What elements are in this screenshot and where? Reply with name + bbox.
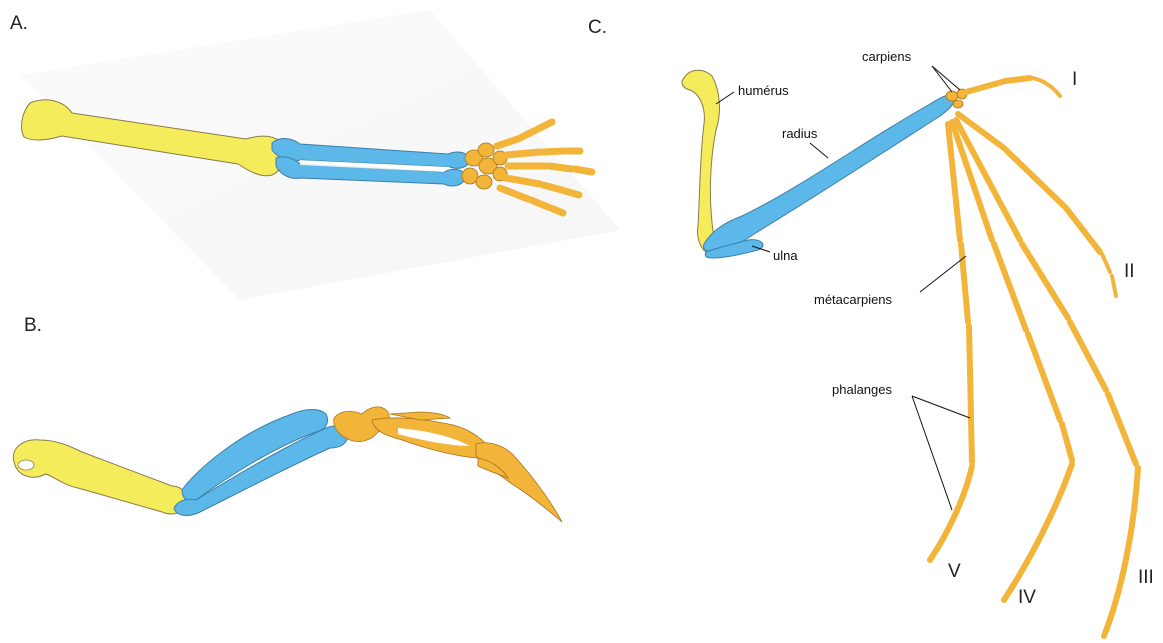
panel-label-b: B. bbox=[24, 316, 42, 335]
digit-label-3: III bbox=[1138, 568, 1154, 587]
digit-label-1: I bbox=[1072, 70, 1077, 89]
panel-b-bird-wing bbox=[13, 407, 562, 522]
label-phalanges: phalanges bbox=[832, 383, 892, 396]
label-metacarpiens: métacarpiens bbox=[814, 293, 892, 306]
panel-label-a: A. bbox=[10, 14, 28, 33]
panel-c-digit-1 bbox=[966, 78, 1060, 96]
panel-label-c: C. bbox=[588, 18, 607, 37]
leader-radius bbox=[810, 143, 828, 158]
panel-c-bat-wing bbox=[682, 66, 1138, 636]
panel-b-major-digit bbox=[476, 443, 562, 522]
leader-phalanges-2 bbox=[912, 396, 952, 510]
leader-phalanges-1 bbox=[912, 396, 970, 418]
digit-label-5: V bbox=[948, 562, 961, 581]
panel-b-humerus-head-notch bbox=[18, 460, 34, 470]
panel-a-human-arm bbox=[20, 10, 620, 300]
leader-carpiens-1 bbox=[932, 66, 952, 92]
panel-a-finger-2 bbox=[506, 151, 580, 155]
panel-b-humerus bbox=[13, 440, 186, 514]
digit-label-4: IV bbox=[1018, 588, 1036, 607]
label-carpiens: carpiens bbox=[862, 50, 911, 63]
panel-c-leader-lines bbox=[716, 66, 970, 510]
panel-c-digit-5 bbox=[930, 124, 972, 560]
label-radius: radius bbox=[782, 127, 817, 140]
digit-label-2: II bbox=[1124, 262, 1135, 281]
panel-c-humerus bbox=[682, 70, 719, 252]
panel-c-radius bbox=[703, 95, 954, 252]
leader-metacarpiens bbox=[920, 256, 966, 292]
leader-carpiens-2 bbox=[932, 66, 960, 90]
label-ulna: ulna bbox=[773, 249, 798, 262]
label-humerus: humérus bbox=[738, 84, 789, 97]
